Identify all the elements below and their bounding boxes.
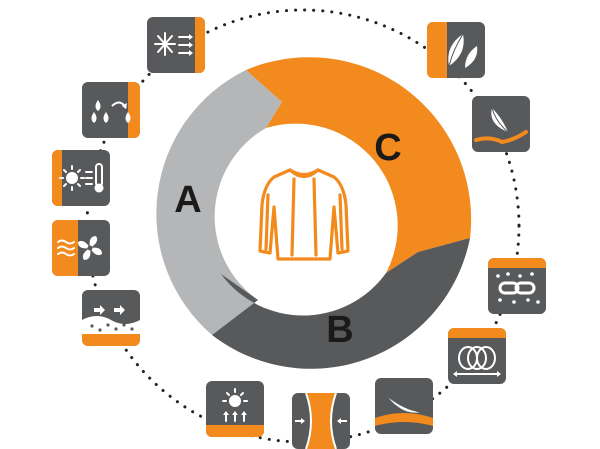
- segment-c: [246, 57, 472, 274]
- snowflake-airflow-icon: [147, 17, 205, 73]
- segment-b: [212, 238, 470, 369]
- sun-temperature-icon: [52, 150, 110, 206]
- cycle-ring: [156, 57, 472, 369]
- moisture-wicking-icon: [82, 82, 140, 138]
- antibacterial-link-icon: [488, 258, 546, 314]
- soft-feather-hand-icon: [472, 96, 530, 152]
- breathable-layer-icon: [82, 290, 140, 346]
- segment-a: [156, 70, 282, 335]
- fan-ventilation-icon: [52, 220, 110, 276]
- segment-c-label: C: [374, 127, 401, 169]
- feather-light-icon: [375, 378, 433, 434]
- thermal-loops-icon: [448, 328, 506, 384]
- long-sleeve-shirt-icon: [258, 168, 350, 261]
- leaf-natural-icon: [427, 22, 485, 78]
- segment-a-label: A: [174, 179, 201, 221]
- sun-heat-rise-icon: [206, 381, 264, 437]
- segment-b-label: B: [326, 309, 353, 351]
- center-disk: [234, 145, 374, 285]
- dotted-ring: [85, 8, 521, 444]
- compression-fit-icon: [292, 392, 350, 449]
